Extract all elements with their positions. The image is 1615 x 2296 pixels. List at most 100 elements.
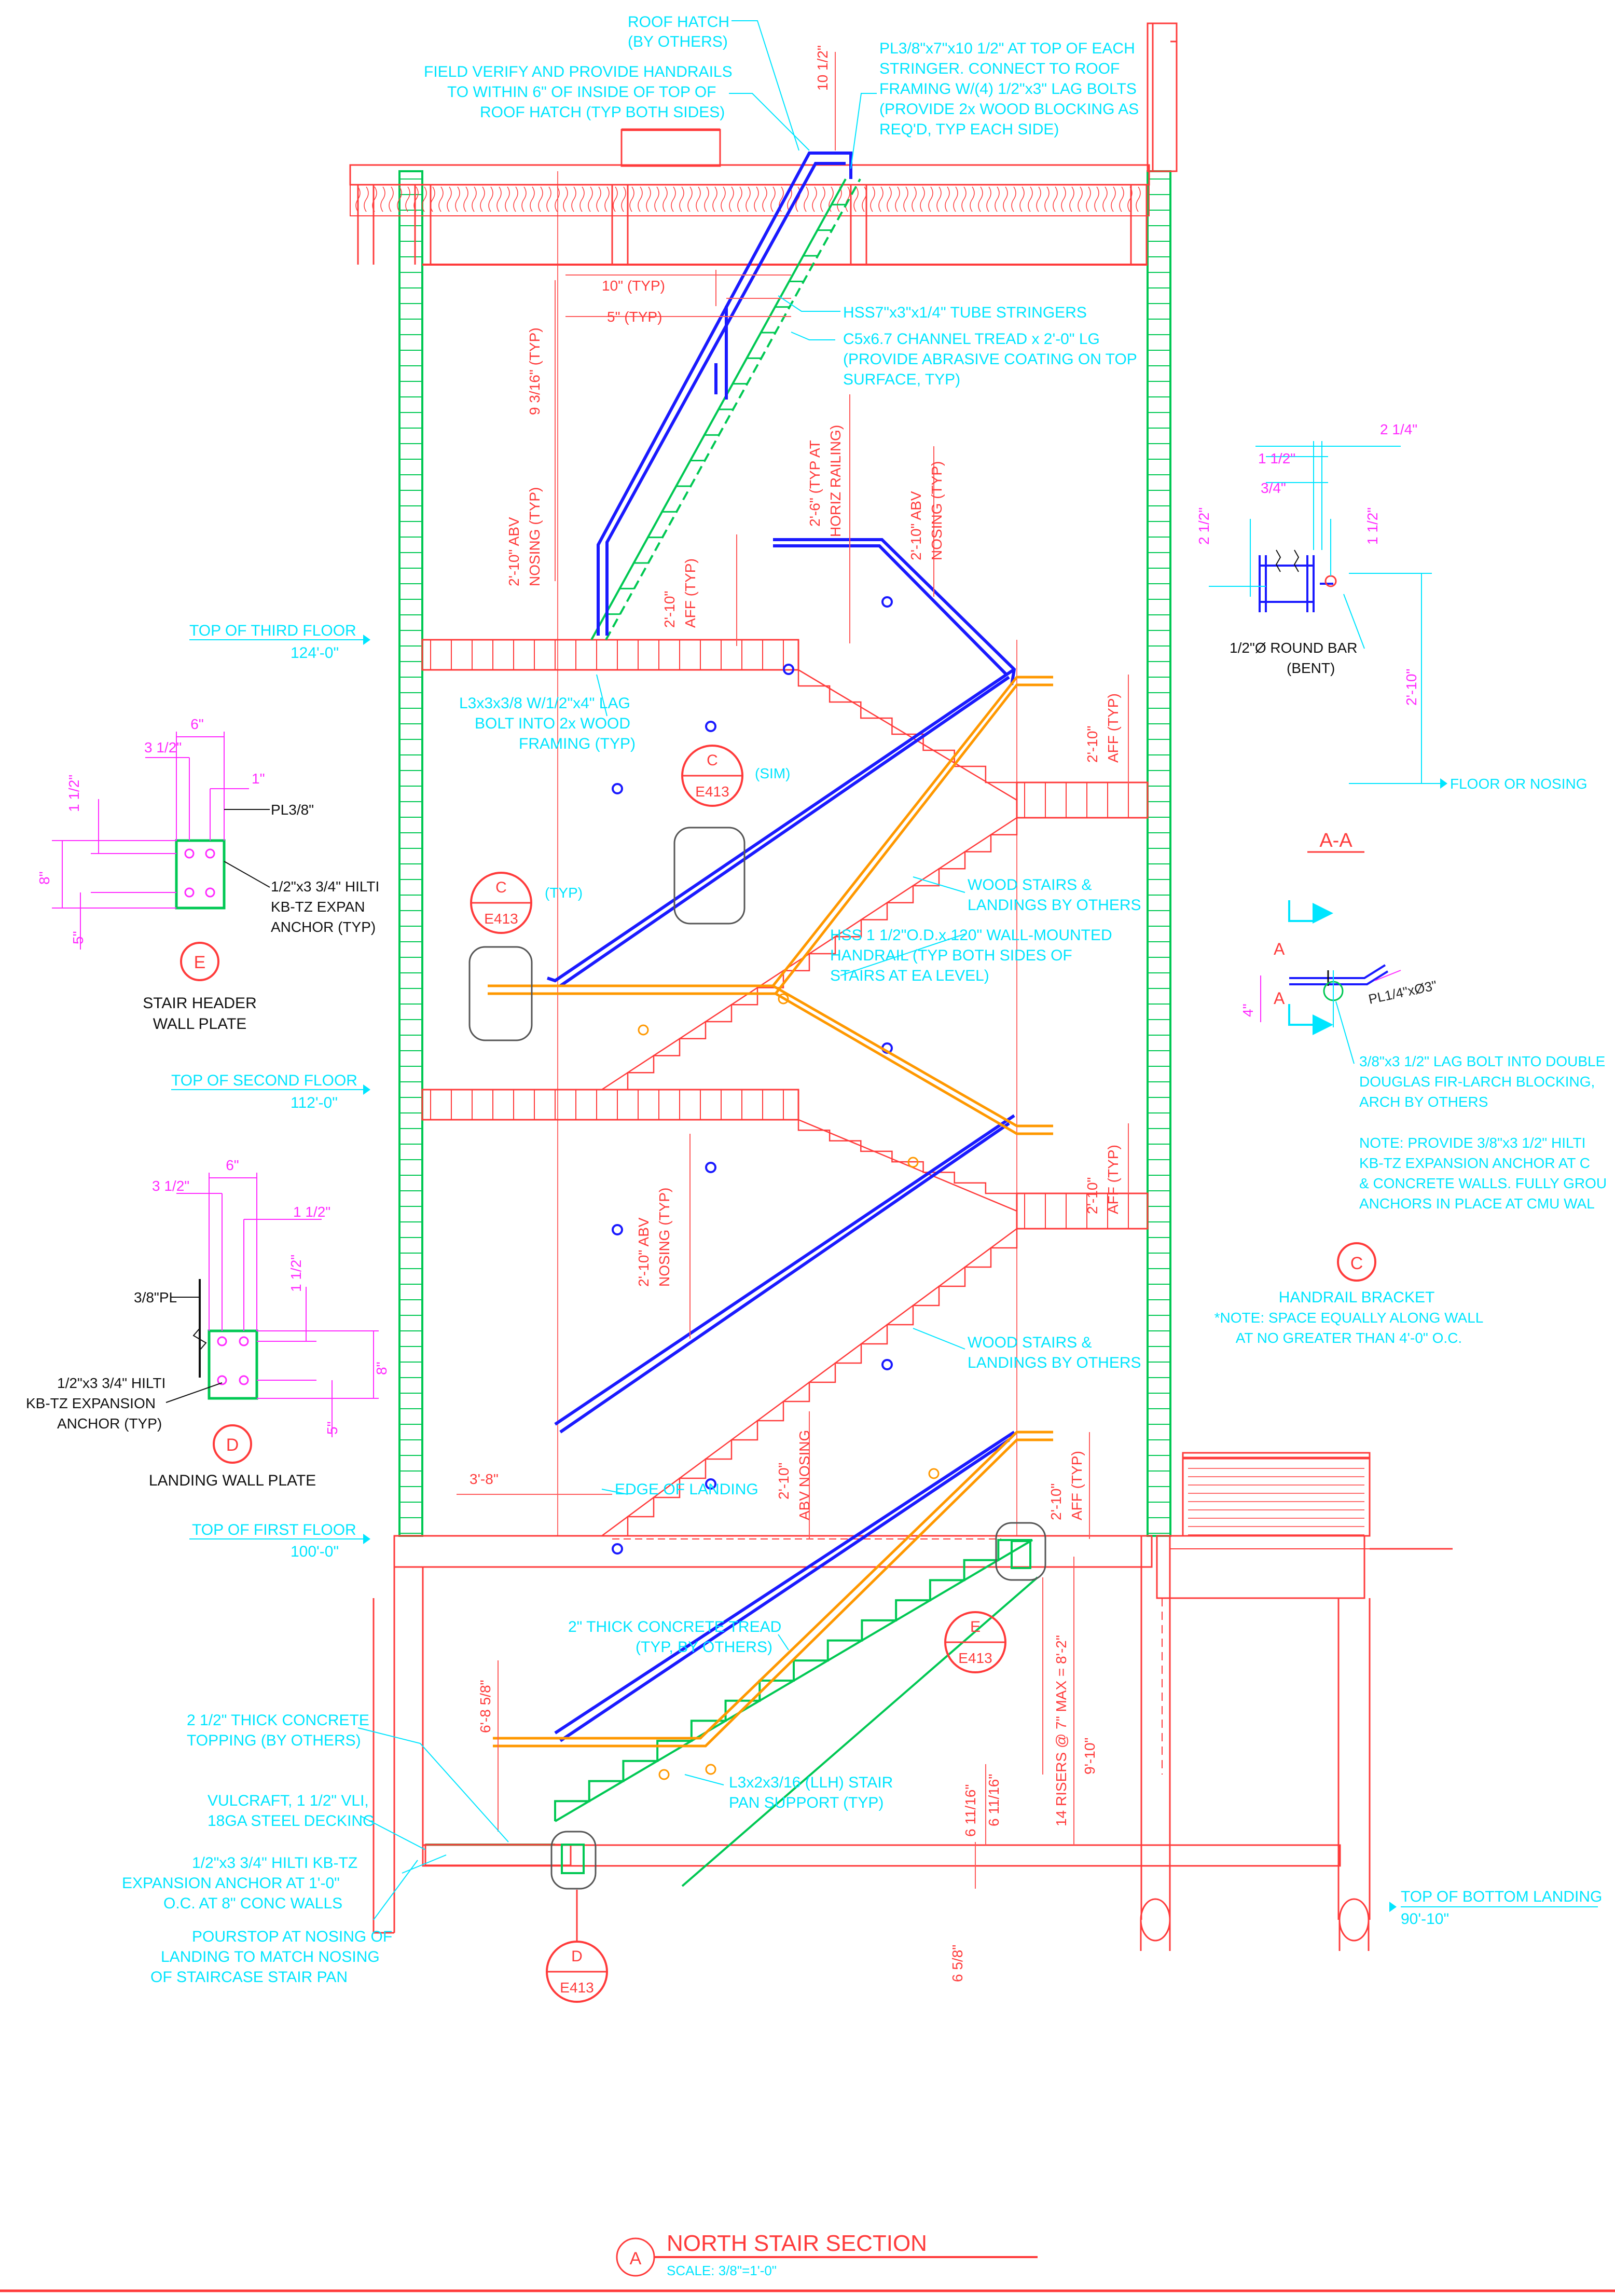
level-bottom-elev: 90'-10" — [1401, 1910, 1449, 1928]
callout-c-sim-id: C — [707, 752, 718, 769]
detail-e-anchor-3: ANCHOR (TYP) — [271, 919, 376, 935]
detail-e-plate: PL3/8" — [271, 802, 314, 818]
detail-d-anchor-1: 1/2"x3 3/4" HILTI — [57, 1375, 165, 1391]
note-hss-handrail-1: HSS 1 1/2"O.D.x.120" WALL-MOUNTED — [830, 927, 1112, 944]
note-channel-3: SURFACE, TYP) — [843, 371, 960, 388]
note-anchor-3: O.C. AT 8" CONC WALLS — [163, 1895, 342, 1912]
note-channel-1: C5x6.7 CHANNEL TREAD x 2'-0" LG — [843, 331, 1100, 348]
dim-6-5-8: 6 5/8" — [949, 1945, 965, 1982]
title-bubble: A — [630, 2249, 642, 2268]
detail-c-note-2: KB-TZ EXPANSION ANCHOR AT C — [1359, 1155, 1590, 1171]
dim-aff-a-2: AFF (TYP) — [682, 558, 698, 628]
callout-c-typ-id: C — [495, 879, 507, 896]
aa-dim-2-10: 2'-10" — [1403, 669, 1419, 706]
aa-bar-2: (BENT) — [1287, 660, 1335, 676]
detail-c: A A PL1/4"xØ3" 4" 3/8"x3 1/2" LAG BOLT I… — [1214, 900, 1607, 1346]
note-anchor-2: EXPANSION ANCHOR AT 1'-0" — [122, 1875, 340, 1892]
detail-e-dim-5: 5" — [70, 931, 86, 944]
detail-e-dim-3-5: 3 1/2" — [144, 739, 182, 755]
dim-6-11-16-a: 6 11/16" — [962, 1784, 978, 1837]
concrete-stair-pan — [425, 1539, 1039, 1887]
detail-d-dim-8: 8" — [374, 1362, 390, 1375]
dim-abv-a-1: 2'-10" ABV — [506, 517, 522, 586]
aa-bar-1: 1/2"Ø ROUND BAR — [1230, 640, 1357, 656]
note-decking-2: 18GA STEEL DECKING — [208, 1812, 375, 1830]
note-angle-2: BOLT INTO 2x WOOD — [475, 715, 630, 732]
level-arrows — [363, 635, 1397, 1912]
dim-26-2: HORIZ RAILING) — [827, 425, 844, 537]
callout-e[interactable]: E E413 — [944, 1611, 1006, 1673]
callout-c-typ[interactable]: C E413 (TYP) — [470, 872, 583, 934]
title-name: NORTH STAIR SECTION — [667, 2231, 927, 2256]
steel-ladder-stair — [590, 178, 861, 640]
callout-c-typ-sheet: E413 — [484, 911, 518, 927]
callout-e-id: E — [970, 1618, 981, 1635]
note-topping-2: TOPPING (BY OTHERS) — [187, 1732, 361, 1749]
note-concrete-tread-1: 2" THICK CONCRETE TREAD — [568, 1618, 781, 1635]
level-third-name: TOP OF THIRD FLOOR — [189, 622, 356, 639]
dim-abv-b-2: NOSING (TYP) — [929, 461, 945, 560]
dim-5-typ: 5" (TYP) — [607, 309, 662, 325]
basement-structure — [372, 1452, 1453, 1951]
dim-6-8-5-8: 6'-8 5/8" — [477, 1680, 493, 1733]
callout-e-sheet: E413 — [958, 1650, 992, 1666]
dimension-lines — [457, 52, 1129, 1889]
detail-c-note-3: & CONCRETE WALLS. FULLY GROU — [1359, 1175, 1607, 1191]
callout-c-sim[interactable]: C E413 (SIM) — [681, 745, 790, 807]
note-wood-stairs-1b: LANDINGS BY OTHERS — [968, 897, 1141, 914]
aa-dim-075: 3/4" — [1261, 480, 1286, 496]
right-wall — [1147, 170, 1171, 1537]
note-field-verify-2: TO WITHIN 6" OF INSIDE OF TOP OF — [447, 84, 716, 101]
dim-abv-d-2: ABV NOSING — [796, 1430, 812, 1520]
detail-c-section-bot: A — [1274, 989, 1285, 1008]
note-pan-support-2: PAN SUPPORT (TYP) — [729, 1794, 884, 1811]
note-angle-3: FRAMING (TYP) — [519, 735, 636, 752]
callout-c-sim-sheet: E413 — [695, 783, 729, 800]
detail-e-title-2: WALL PLATE — [153, 1015, 247, 1033]
note-pourstop-3: OF STAIRCASE STAIR PAN — [150, 1969, 348, 1986]
note-roof-hatch-2: (BY OTHERS) — [628, 33, 728, 50]
note-concrete-tread-2: (TYP, BY OTHERS) — [636, 1639, 772, 1656]
detail-c-lag-1: 3/8"x3 1/2" LAG BOLT INTO DOUBLE — [1359, 1053, 1605, 1069]
detail-c-subnote-2: AT NO GREATER THAN 4'-0" O.C. — [1236, 1330, 1462, 1346]
note-angle-1: L3x3x3/8 W/1/2"x4" LAG — [459, 695, 630, 712]
note-top-plate-5: REQ'D, TYP EACH SIDE) — [879, 121, 1059, 138]
detail-d-anchor-2: KB-TZ EXPANSION — [26, 1395, 156, 1411]
dim-abv-c-1: 2'-10" ABV — [636, 1217, 652, 1287]
note-anchor-1: 1/2"x3 3/4" HILTI KB-TZ — [192, 1854, 357, 1872]
level-first-name: TOP OF FIRST FLOOR — [192, 1521, 356, 1538]
detail-d-dim-3-5: 3 1/2" — [152, 1178, 189, 1194]
detail-c-note-4: ANCHORS IN PLACE AT CMU WAL — [1359, 1195, 1595, 1212]
note-top-plate-1: PL3/8"x7"x10 1/2" AT TOP OF EACH — [879, 40, 1135, 57]
level-bottom-name: TOP OF BOTTOM LANDING — [1401, 1888, 1602, 1905]
note-pan-support-1: L3x2x3/16 (LLH) STAIR — [729, 1774, 893, 1791]
detail-clouds — [468, 827, 1046, 1890]
dim-9-10: 9'-10" — [1082, 1738, 1098, 1775]
dim-aff-c-2: AFF (TYP) — [1105, 1145, 1121, 1214]
note-pourstop-2: LANDING TO MATCH NOSING — [161, 1948, 380, 1965]
callout-c-sim-tag: (SIM) — [755, 765, 790, 781]
title-scale: SCALE: 3/8"=1'-0" — [667, 2263, 777, 2278]
aa-floor: FLOOR OR NOSING — [1450, 776, 1587, 792]
detail-d-dim-h1-5: 1 1/2" — [288, 1255, 304, 1292]
callout-d-sheet: E413 — [560, 1979, 593, 1996]
dim-aff-b-2: AFF (TYP) — [1105, 693, 1121, 763]
detail-d: 6" 3 1/2" 1 1/2" 1 1/2" 8" 5" 3/8"PL 1/2… — [26, 1157, 390, 1489]
dim-aff-d-2: AFF (TYP) — [1069, 1451, 1085, 1520]
left-wall — [398, 170, 423, 1537]
note-decking-1: VULCRAFT, 1 1/2" VLI, — [208, 1792, 369, 1809]
callout-d[interactable]: D E413 — [546, 1890, 608, 2003]
leader-lines — [357, 20, 965, 1920]
detail-c-lag-3: ARCH BY OTHERS — [1359, 1094, 1488, 1110]
dim-6-11-16-b: 6 11/16" — [986, 1774, 1002, 1826]
note-wood-stairs-1a: WOOD STAIRS & — [968, 876, 1092, 893]
detail-c-section-top: A — [1274, 940, 1285, 958]
callout-c-typ-tag: (TYP) — [545, 885, 583, 901]
dim-aff-d-1: 2'-10" — [1048, 1483, 1064, 1520]
detail-e-letter: E — [194, 953, 206, 972]
dim-10-typ: 10" (TYP) — [602, 278, 665, 294]
dim-aff-a-1: 2'-10" — [661, 591, 678, 628]
detail-e-dim-1: 1" — [252, 771, 265, 787]
wood-stairs — [557, 171, 1018, 1537]
